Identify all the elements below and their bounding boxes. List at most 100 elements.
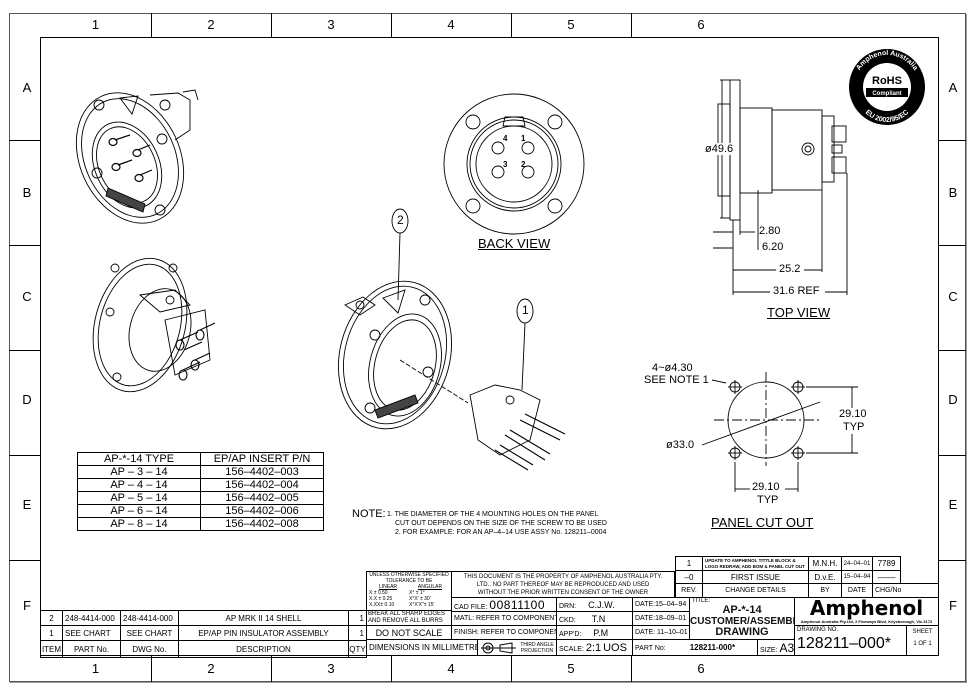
cad-file-cell: CAD FILE: 00811100	[451, 597, 557, 612]
zone-col-5: 5	[567, 17, 575, 32]
notes-block: 1. THE DIAMETER OF THE 4 MOUNTING HOLES …	[387, 510, 607, 537]
insert-cell: 156–4402–005	[200, 491, 324, 505]
bom-qty: 1	[348, 625, 367, 641]
linear-row-2: X.X ± 0.25	[369, 596, 393, 602]
rev-1-number: 1	[675, 556, 703, 571]
title-line-2: CUSTOMER/ASSEMBLY	[690, 616, 795, 627]
bom-header-part: PART No.	[62, 640, 121, 658]
rev-header-by: BY	[808, 583, 842, 598]
pin-label-2: 2	[521, 160, 526, 169]
approved-by-cell: APP'D: P.M	[556, 625, 633, 640]
uos-value: UOS	[603, 642, 627, 654]
property-line-3: WITHOUT THE PRIOR WRITTEN CONSENT OF THE…	[477, 590, 649, 596]
rohs-badge: Amphenol Australia EU 2002/95/EC RoHS Co…	[849, 49, 925, 125]
note-line-3: 2. FOR EXAMPLE: FOR AN AP–4–14 USE ASSY …	[395, 529, 607, 536]
zone-row-a: A	[22, 80, 32, 95]
bom-header-description: DESCRIPTION	[178, 640, 349, 658]
bom-part-no: 248-4414-000	[62, 610, 121, 626]
zone-divider	[9, 140, 40, 141]
finish-cell: FINISH: REFER TO COMPONENT	[451, 625, 557, 640]
note-line-1: 1. THE DIAMETER OF THE 4 MOUNTING HOLES …	[387, 511, 599, 518]
material-cell: MATL: REFER TO COMPONENT	[451, 611, 557, 626]
rev-0-chg: ––––	[872, 570, 901, 584]
date-approved: DATE: 11–10–01	[632, 625, 690, 640]
rev-1-date: 24–04–01	[841, 556, 873, 571]
zone-divider	[9, 350, 40, 351]
bom-description: AP MRK II 14 SHELL	[178, 610, 349, 626]
balloon-2-circle	[391, 208, 409, 234]
drawing-no-label: DRAWING NO.	[797, 627, 839, 633]
note-line-2: CUT OUT DEPENDS ON THE SIZE OF THE SCREW…	[395, 520, 607, 527]
zone-divider	[271, 656, 272, 682]
ckd-value: T.N	[591, 614, 606, 624]
zone-divider	[939, 245, 966, 246]
bom-dwg-no: 248-4414-000	[120, 610, 179, 626]
type-header: AP-*-14 TYPE	[77, 452, 201, 466]
top-view-label: TOP VIEW	[767, 305, 831, 320]
rev-0-date: 15–04–94	[841, 570, 873, 584]
panel-cut-out-label: PANEL CUT OUT	[711, 515, 814, 530]
balloon-1-circle	[516, 298, 534, 324]
bom-item: 2	[40, 610, 63, 626]
do-not-scale: DO NOT SCALE	[366, 625, 452, 640]
bom-table: 2 248-4414-000 248-4414-000 AP MRK II 14…	[40, 610, 367, 658]
zone-divider	[631, 656, 632, 682]
angular-row-2: X°X' ± 30'	[409, 596, 431, 602]
insert-header: EP/AP INSERT P/N	[200, 452, 324, 466]
tolerance-heading-1: UNLESS OTHERWISE SPECIFIED	[369, 572, 449, 578]
title-line-3: DRAWING	[715, 626, 769, 638]
zone-col-3-bottom: 3	[327, 661, 335, 676]
rev-1-details: UPDATE TO AMPHENOL TITTLE BLOCK & LOGO R…	[702, 556, 809, 571]
back-view-drawing	[443, 93, 585, 235]
drn-value: C.J.W.	[588, 600, 615, 610]
dim-2-80: 2.80	[759, 225, 781, 237]
zone-divider	[151, 656, 152, 682]
zone-row-f-right: F	[949, 598, 957, 613]
size-value: A3	[779, 641, 795, 655]
bom-header-row: ITEM PART No. DWG No. DESCRIPTION QTY	[40, 640, 367, 658]
date-drawn: DATE:15–04–94	[632, 597, 690, 612]
bom-row: 1 SEE CHART SEE CHART EP/AP PIN INSULATO…	[40, 625, 367, 641]
cad-file-label: CAD FILE:	[454, 604, 488, 611]
zone-row-e-right: E	[948, 497, 958, 512]
iso-view-rear-connector	[92, 257, 216, 393]
zone-divider	[9, 245, 40, 246]
insert-cell: 156–4402–004	[200, 478, 324, 492]
company-logo: Amphenol	[809, 597, 924, 620]
zone-divider	[9, 455, 40, 456]
panel-cutout-drawing	[701, 372, 858, 492]
ckd-label: CKD:	[559, 617, 576, 624]
zone-divider	[939, 455, 966, 456]
insert-cell: 156–4402–003	[200, 465, 324, 479]
dim-6-20: 6.20	[762, 241, 784, 253]
property-line-2: LTD.. NO PART THEREOF MAY BE REPRODUCED …	[476, 582, 650, 588]
rev-header-rev: REV.	[675, 583, 703, 598]
zone-col-1: 1	[91, 17, 100, 32]
zone-divider	[391, 656, 392, 682]
property-notice: THIS DOCUMENT IS THE PROPERTY OF AMPHENO…	[451, 571, 675, 598]
bom-row: 2 248-4414-000 248-4414-000 AP MRK II 14…	[40, 610, 367, 626]
part-no-value: 128211-000*	[689, 643, 736, 652]
zone-divider	[9, 560, 40, 561]
date-checked: DATE:18–09–01	[632, 611, 690, 626]
zone-row-c-right: C	[948, 289, 958, 304]
zone-divider	[511, 13, 512, 37]
bom-item: 1	[40, 625, 63, 641]
dim-see-note: SEE NOTE 1	[644, 374, 709, 386]
zone-col-6-bottom: 6	[697, 661, 705, 676]
size-label: SIZE:	[760, 647, 778, 654]
rev-header-date: DATE	[841, 583, 873, 598]
zone-col-6: 6	[697, 17, 705, 32]
size-cell: SIZE: A3	[757, 639, 795, 656]
zone-col-1-bottom: 1	[91, 661, 100, 676]
tolerance-block: UNLESS OTHERWISE SPECIFIED TOLERANCE TO …	[366, 571, 452, 611]
insert-cell: 156–4402–006	[200, 504, 324, 518]
drawn-by-cell: DRN: C.J.W.	[556, 597, 633, 612]
zone-col-3: 3	[327, 17, 335, 32]
rev-0-details: FIRST ISSUE	[702, 570, 809, 584]
pin-label-1: 1	[521, 134, 526, 143]
exploded-assembly-drawing	[337, 232, 566, 471]
tolerance-heading-2: TOLERANCE TO BE	[385, 578, 433, 584]
